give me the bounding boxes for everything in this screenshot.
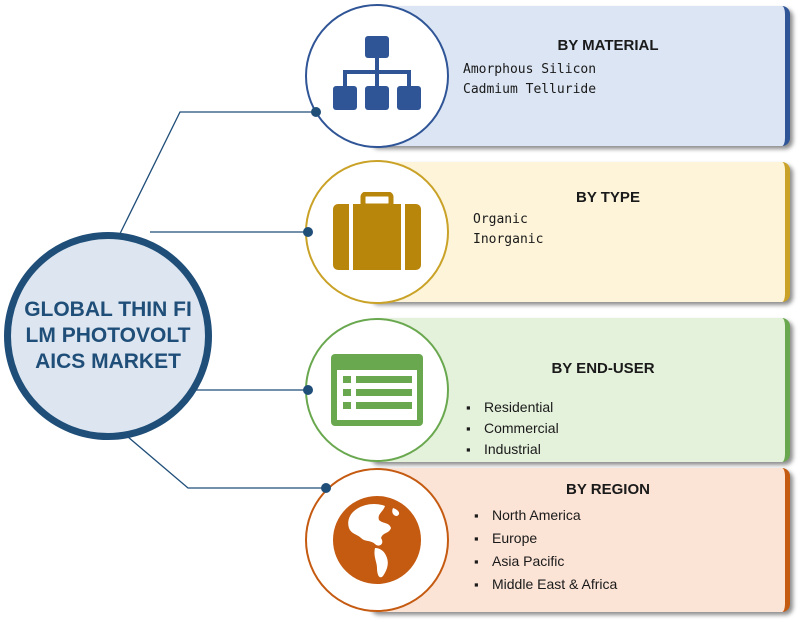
list-item: Commercial <box>466 418 559 439</box>
connector-dot <box>321 483 331 493</box>
connector-region <box>107 419 326 489</box>
list-item: Residential <box>466 397 559 418</box>
region-list: North America Europe Asia Pacific Middle… <box>474 504 617 596</box>
connector-material <box>107 111 318 259</box>
material-title: BY MATERIAL <box>557 37 659 54</box>
list-item: Europe <box>474 527 617 550</box>
end-user-title: BY END-USER <box>551 360 655 377</box>
end-user-list: Residential Commercial Industrial <box>466 397 559 460</box>
list-item: Middle East & Africa <box>474 573 617 596</box>
connector-dot <box>303 385 313 395</box>
list-item: Organic <box>473 212 528 227</box>
list-item: Amorphous Silicon <box>463 62 597 77</box>
type-icon-circle <box>305 160 449 304</box>
list-item: North America <box>474 504 617 527</box>
list-icon <box>331 354 423 426</box>
type-title: BY TYPE <box>576 189 640 206</box>
region-icon-circle <box>305 468 449 612</box>
connector-dot <box>311 107 321 117</box>
list-item: Cadmium Telluride <box>463 82 597 97</box>
type-list: Organic Inorganic <box>473 210 543 250</box>
briefcase-icon <box>333 192 421 270</box>
market-title: GLOBAL THIN FILM PHOTOVOLTAICS MARKET <box>24 298 192 373</box>
material-icon-circle <box>305 4 449 148</box>
region-title: BY REGION <box>566 481 650 498</box>
material-list: Amorphous Silicon Cadmium Telluride <box>463 60 596 100</box>
connector-dot <box>303 227 313 237</box>
end-user-icon-circle <box>305 318 449 462</box>
list-item: Industrial <box>466 439 559 460</box>
list-item: Inorganic <box>473 232 544 247</box>
market-title-circle: GLOBAL THIN FILM PHOTOVOLTAICS MARKET <box>4 232 212 440</box>
list-item: Asia Pacific <box>474 550 617 573</box>
hierarchy-icon <box>333 36 421 110</box>
globe-icon <box>333 496 421 584</box>
